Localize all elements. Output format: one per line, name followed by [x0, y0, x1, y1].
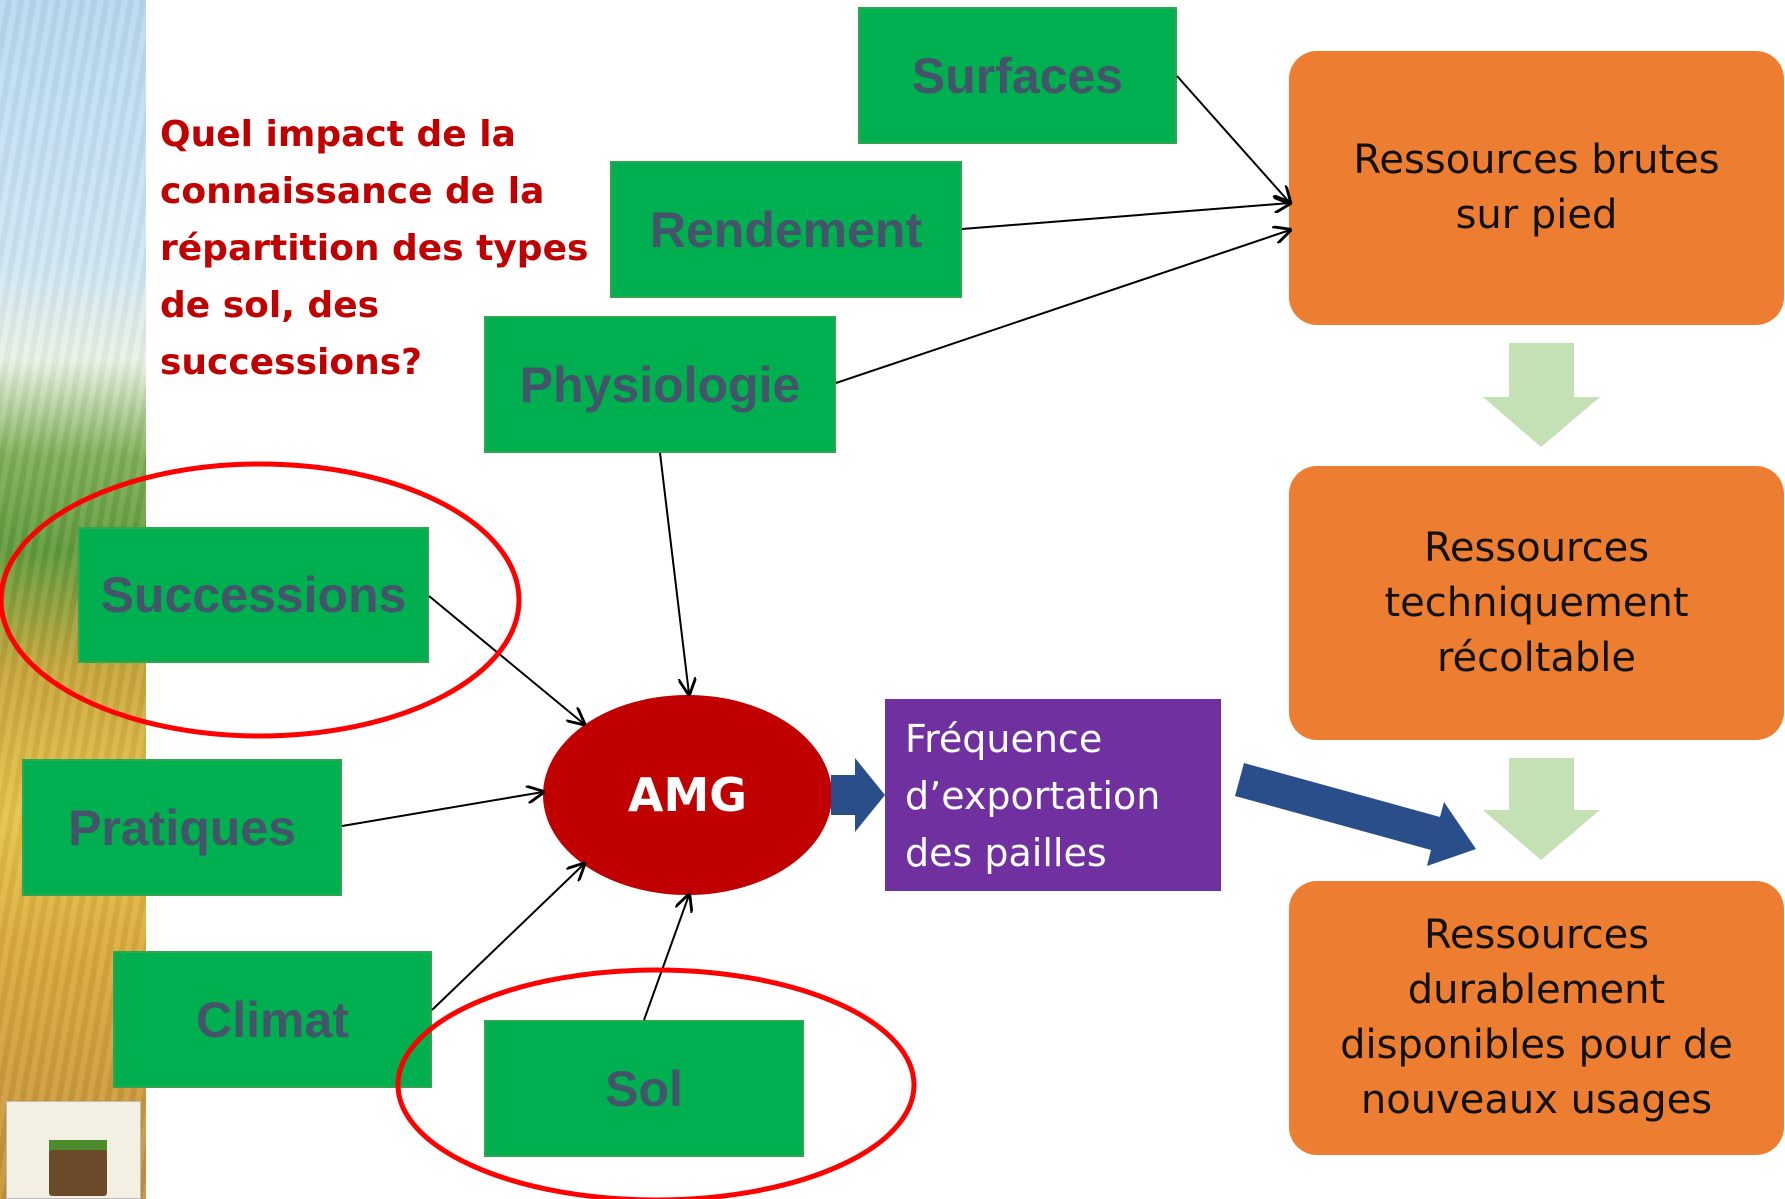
arrow-pratiques-to-amg — [341, 792, 543, 827]
factor-rendement: Rendement — [610, 161, 962, 298]
resource-technically-harvestable: Ressources techniquement récoltable — [1289, 466, 1784, 740]
logo-grass — [49, 1140, 107, 1152]
logo-soil — [49, 1150, 107, 1196]
factor-successions: Successions — [78, 527, 429, 663]
down-arrow-2 — [1483, 758, 1600, 860]
question-text: Quel impact de la connaissance de la rép… — [160, 114, 589, 383]
arrow-surfaces-to-raw — [1176, 75, 1290, 203]
factor-climat: Climat — [113, 951, 432, 1088]
arrow-frequency-to-sustainable — [1235, 763, 1476, 866]
resource-sustainably-available: Ressources durablement disponibles pour … — [1289, 881, 1784, 1155]
resource-raw-standing: Ressources brutes sur pied — [1289, 51, 1784, 325]
carbon-cycle-logo — [6, 1101, 141, 1199]
factor-surfaces: Surfaces — [858, 7, 1177, 144]
factor-physiologie: Physiologie — [484, 316, 836, 453]
arrow-physiologie-to-amg — [659, 452, 689, 694]
down-arrow-1 — [1483, 343, 1600, 447]
arrow-climat-to-amg — [431, 864, 584, 1011]
factor-pratiques: Pratiques — [22, 759, 342, 896]
arrow-sol-to-amg — [643, 895, 689, 1021]
arrow-successions-to-amg — [428, 595, 584, 724]
amg-model-node: AMG — [543, 695, 832, 895]
factor-sol: Sol — [484, 1020, 804, 1157]
arrow-rendement-to-raw — [961, 203, 1290, 230]
export-frequency-box: Fréquence d’exportation des pailles — [885, 699, 1221, 891]
arrow-amg-to-frequency — [831, 758, 885, 832]
